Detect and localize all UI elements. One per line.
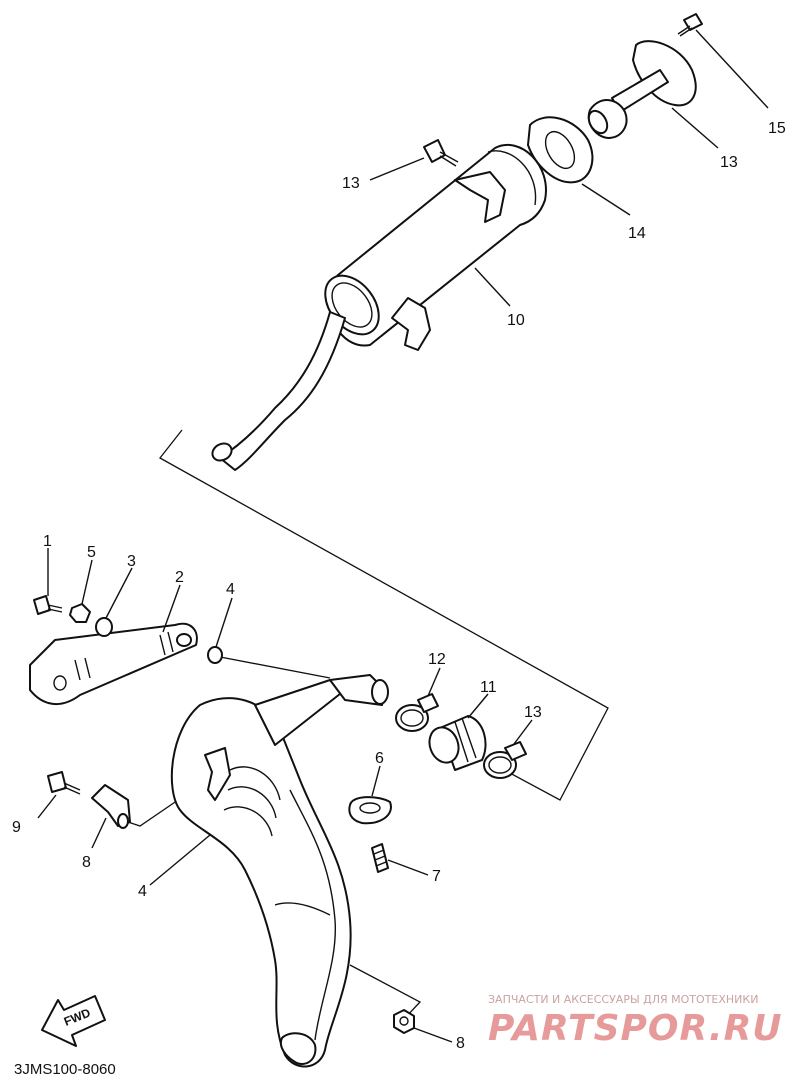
callout-13b: 13 [524,704,542,721]
nut-part-8 [393,1009,415,1034]
clamp-part-13-left [395,693,439,732]
callout-4a: 3 [127,553,136,570]
watermark-brand: PARTSPOR.RU [488,1008,783,1049]
nut-part-5 [69,603,91,623]
leader-line-2 [162,584,181,633]
leader-line-4a [105,567,133,619]
damper-part-6 [348,796,392,825]
leader-line-17 [695,29,769,109]
leader-line-14 [369,157,425,181]
callout-10: 9 [12,819,21,836]
callout-17: 15 [768,120,786,137]
assembly-guide-line [159,429,609,801]
clamp-part-13-right [483,741,527,779]
leader-line-13a [427,667,441,697]
diagram-code: 3JMS100-8060 [14,1061,116,1078]
callout-15: 13 [720,154,738,171]
joint-part-12 [428,715,487,771]
expansion-chamber-part-1 [170,674,389,1068]
callout-6: 6 [375,750,384,767]
leader-line-9 [91,817,107,849]
bolt-part-14 [423,139,459,167]
callout-9: 8 [82,854,91,871]
bolt-part-17 [677,13,703,37]
leader-line-1 [149,834,211,886]
callout-5: 5 [87,544,96,561]
leader-line-16 [581,183,631,216]
leader-line-4b [215,597,233,648]
callout-3: 1 [43,533,52,550]
callout-2: 2 [175,569,184,586]
leader-line-5 [81,559,93,605]
callout-16: 14 [628,225,646,242]
bolt-part-3 [33,595,63,615]
gasket-part-16 [527,116,594,184]
leader-line-10 [37,794,57,819]
leader-line-15 [671,107,719,149]
bolt-part-10 [47,771,81,795]
leader-line-12 [467,693,489,719]
bracket-part-2 [29,622,198,705]
watermark-caption: ЗАПЧАСТИ И АКСЕССУАРЫ ДЛЯ МОТОТЕХНИКИ [488,993,758,1006]
callout-13a: 12 [428,651,446,668]
leader-line-7 [387,859,429,876]
forward-arrow-icon: FWD [41,995,106,1047]
callout-8: 8 [456,1035,465,1052]
leader-line-11 [474,267,511,307]
leader-line-6 [371,765,381,797]
collar-part-4 [95,617,223,664]
callout-11: 10 [507,312,525,329]
stud-part-7 [371,843,389,873]
stay-part-9 [91,784,131,829]
callout-14: 13 [342,175,360,192]
assembly-guide-line-nut [349,964,422,1019]
leader-line-8 [413,1027,453,1043]
callout-12: 11 [480,679,497,696]
callout-4b: 4 [226,581,235,598]
leader-line-13b [513,719,533,745]
assembly-guide-line-clamp [214,655,331,679]
callout-1: 4 [138,883,147,900]
end-pipe-part-15 [587,40,697,139]
silencer-part-11 [211,143,547,471]
callout-7: 7 [432,868,441,885]
